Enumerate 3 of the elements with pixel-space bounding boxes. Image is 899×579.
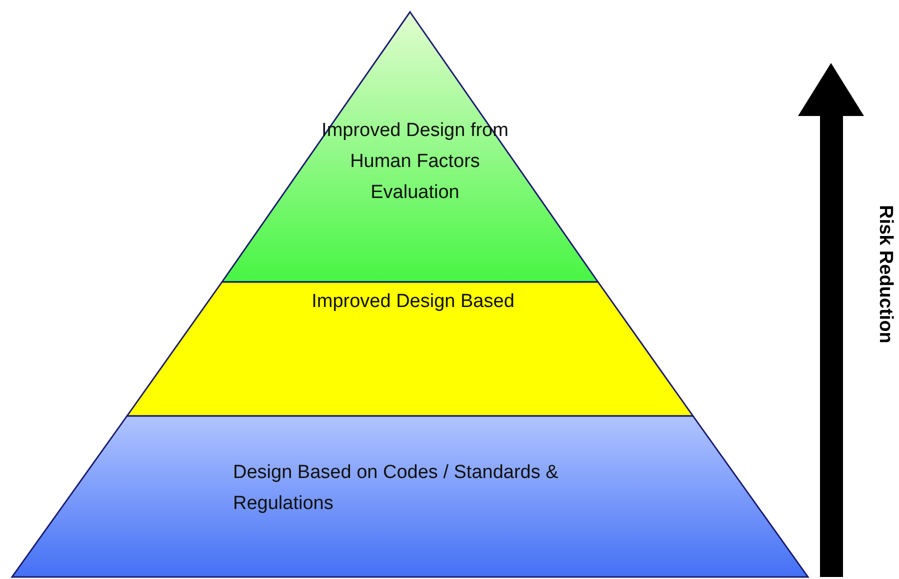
tier-label: Design Based on Codes / Standards & Regulations (233, 461, 560, 516)
axis-caption: Risk Reduction (874, 205, 896, 344)
tier-label: Improved Design Based (310, 290, 516, 314)
